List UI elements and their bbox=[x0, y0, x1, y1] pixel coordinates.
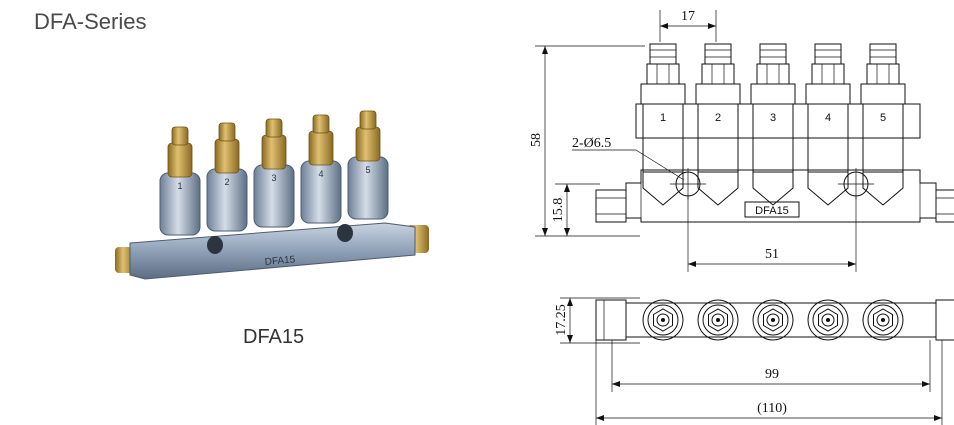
dim-width: 17.25 bbox=[554, 297, 640, 344]
photo-caption: DFA15 bbox=[243, 326, 305, 348]
front-outlet-label: 5 bbox=[880, 112, 886, 124]
front-outlet-label: 4 bbox=[825, 112, 831, 124]
dim-hole-spacing: 51 bbox=[687, 196, 857, 272]
front-outlet: 3 bbox=[750, 43, 796, 206]
svg-text:99: 99 bbox=[765, 367, 779, 382]
product-photo: 1 2 3 4 5 DFA15 bbox=[115, 110, 429, 280]
front-outlet-label: 2 bbox=[715, 112, 721, 124]
top-outlet bbox=[697, 299, 739, 341]
svg-text:51: 51 bbox=[765, 247, 779, 262]
front-outlet: 4 bbox=[805, 43, 851, 206]
mount-hole-right bbox=[337, 224, 353, 242]
dim-base-height: 15.8 bbox=[551, 183, 600, 236]
photo-outlet-number: 3 bbox=[271, 173, 276, 183]
svg-text:58: 58 bbox=[529, 133, 544, 147]
svg-text:15.8: 15.8 bbox=[551, 198, 566, 223]
photo-outlet-number: 2 bbox=[224, 177, 229, 187]
front-outlet-label: 1 bbox=[660, 112, 666, 124]
dim-pitch: 17 bbox=[659, 9, 717, 42]
photo-outlet-number: 4 bbox=[318, 169, 323, 179]
top-outlet bbox=[807, 299, 849, 341]
photo-outlet: 5 bbox=[347, 110, 389, 220]
svg-text:17.25: 17.25 bbox=[554, 304, 569, 336]
dim-holes: 2-Ø6.5 bbox=[572, 136, 685, 181]
dim-overall-length: (110) bbox=[595, 340, 943, 425]
dim-height: 58 bbox=[529, 45, 645, 237]
svg-text:17: 17 bbox=[681, 9, 695, 24]
body-marking: DFA15 bbox=[264, 254, 296, 268]
front-outlet: 2 bbox=[695, 43, 741, 206]
technical-drawing: 1 2 3 4 5 DFA15 17 58 15.8 2-Ø6.5 bbox=[529, 9, 954, 425]
front-outlet: 5 bbox=[860, 43, 906, 206]
top-view bbox=[595, 299, 954, 341]
photo-outlet-number: 5 bbox=[365, 165, 370, 175]
series-title: DFA-Series bbox=[34, 9, 147, 34]
top-outlet bbox=[642, 299, 684, 341]
photo-outlet: 3 bbox=[253, 118, 295, 228]
top-outlet bbox=[862, 299, 904, 341]
photo-outlet: 4 bbox=[300, 114, 342, 224]
svg-text:2-Ø6.5: 2-Ø6.5 bbox=[572, 136, 611, 151]
front-view: 1 2 3 4 5 DFA15 bbox=[595, 43, 954, 223]
dim-mount-length: 99 bbox=[611, 340, 931, 392]
top-outlet bbox=[752, 299, 794, 341]
photo-outlet: 2 bbox=[206, 122, 248, 232]
photo-outlet-number: 1 bbox=[177, 181, 182, 191]
svg-text:(110): (110) bbox=[757, 401, 787, 416]
mount-hole-left bbox=[207, 236, 223, 254]
front-outlet-label: 3 bbox=[770, 112, 776, 124]
front-outlet: 1 bbox=[640, 43, 686, 206]
photo-outlet: 1 bbox=[159, 126, 201, 236]
front-body-label: DFA15 bbox=[755, 205, 789, 217]
